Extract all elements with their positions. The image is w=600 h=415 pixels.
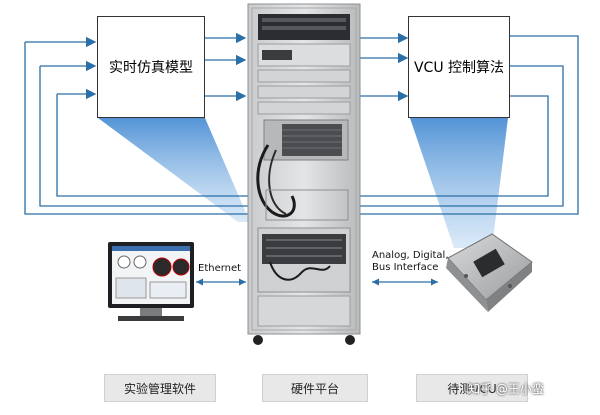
simulation-model-box: 实时仿真模型 xyxy=(97,16,205,118)
hardware-cabinet xyxy=(247,3,361,345)
simulation-model-label: 实时仿真模型 xyxy=(109,60,193,76)
hardware-label: 硬件平台 xyxy=(262,374,368,402)
arrowheads xyxy=(196,278,438,286)
interface-label-line2: Bus Interface xyxy=(372,262,439,273)
vcu-device-image xyxy=(446,233,533,312)
ethernet-label: Ethernet xyxy=(198,263,242,274)
watermark: 知乎 @王小蛮 xyxy=(468,382,544,396)
signal-lines xyxy=(24,32,579,283)
monitor-image xyxy=(108,242,194,321)
dut-label: 待测VCU xyxy=(416,374,528,402)
vcu-algorithm-label: VCU 控制算法 xyxy=(413,60,505,76)
vcu-algorithm-box: VCU 控制算法 xyxy=(408,16,510,118)
interface-label-line1: Analog, Digital, xyxy=(372,250,449,261)
beam-vcu-to-dut xyxy=(410,118,508,248)
software-label: 实验管理软件 xyxy=(104,374,216,402)
